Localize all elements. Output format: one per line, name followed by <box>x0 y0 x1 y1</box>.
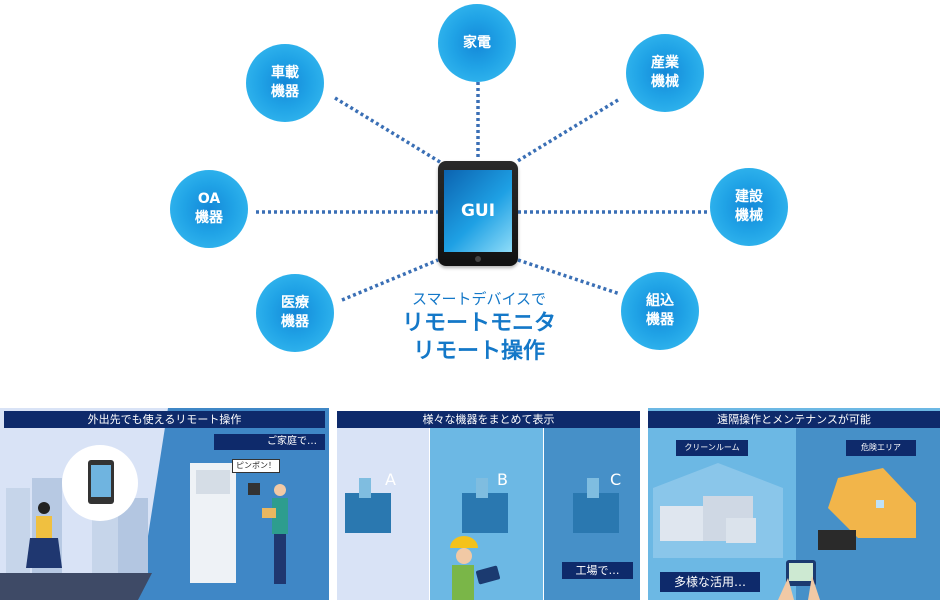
panel-title: 遠隔操作とメンテナンスが可能 <box>648 411 940 428</box>
scene-illustration <box>0 408 329 600</box>
machines-illustration <box>345 478 619 600</box>
maintenance-illustration <box>653 463 916 600</box>
node-label: 機械 <box>651 74 679 90</box>
caption-line-1: スマートデバイスで <box>411 290 547 308</box>
gui-label: GUI <box>460 201 496 221</box>
node-label: 機器 <box>281 314 309 330</box>
speech-bubble: ピンポン！ <box>232 459 280 473</box>
node-label: 医療 <box>281 295 309 311</box>
connection-lines <box>256 82 708 302</box>
location-tag: ご家庭で… <box>214 434 325 450</box>
location-tag: 工場で… <box>562 562 633 579</box>
node-sangyo: 産業 機械 <box>626 34 704 112</box>
node-shaei: 車載 機器 <box>246 44 324 122</box>
node-kumikomi: 組込 機器 <box>621 272 699 350</box>
panel-title: 外出先でも使えるリモート操作 <box>4 411 325 428</box>
node-label: 機器 <box>195 210 223 226</box>
node-label: 車載 <box>271 65 299 81</box>
machine-label-c: C <box>610 470 622 489</box>
caption-line-3: リモート操作 <box>412 339 545 364</box>
panel-title: 様々な機器をまとめて表示 <box>337 411 640 428</box>
tablet-screen: GUI <box>444 170 512 252</box>
node-label: 組込 <box>646 293 674 309</box>
device-hub-diagram: 家電 車載 機器 産業 機械 OA 機器 建設 機械 医療 機器 組込 機器 G… <box>170 4 788 366</box>
node-label: 機械 <box>735 208 763 224</box>
tablet-icon: GUI <box>438 161 518 266</box>
node-oa: OA 機器 <box>170 170 248 248</box>
node-label: 建設 <box>735 189 763 205</box>
node-label: 機器 <box>646 312 674 328</box>
cleanroom-tag: クリーンルーム <box>676 440 748 456</box>
node-kaden: 家電 <box>438 4 516 82</box>
panel-remote-maintenance: 遠隔操作とメンテナンスが可能 クリーンルーム 危険エリア 多様な活用… <box>648 408 940 600</box>
node-iryo: 医療 機器 <box>256 274 334 352</box>
machine-label-b: B <box>497 470 508 489</box>
panel-multi-device: A B C 様々な機器をまとめて表示 工場で… <box>337 408 640 600</box>
panel-remote-outside: 外出先でも使えるリモート操作 ご家庭で… ピンポン！ <box>0 408 329 600</box>
node-label: 産業 <box>651 55 679 71</box>
node-label: 機器 <box>271 84 299 100</box>
caption-line-2: リモートモニタ <box>401 311 556 336</box>
node-label: OA <box>197 191 221 207</box>
hub-caption: スマートデバイスで リモートモニタ リモート操作 <box>372 288 586 366</box>
home-button-icon <box>475 256 481 262</box>
danger-area-tag: 危険エリア <box>846 440 916 456</box>
usage-tag: 多様な活用… <box>660 572 760 592</box>
node-kensetsu: 建設 機械 <box>710 168 788 246</box>
node-label: 家電 <box>463 34 491 51</box>
machine-label-a: A <box>385 470 396 489</box>
